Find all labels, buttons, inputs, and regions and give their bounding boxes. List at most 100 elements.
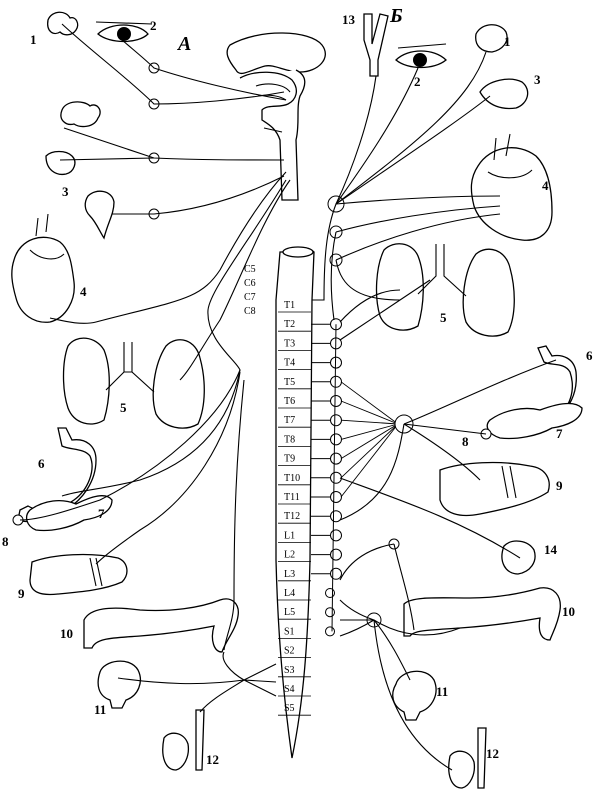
spinal-segment-label: T10	[284, 473, 300, 484]
splanchnic-fiber	[340, 423, 399, 459]
organ-label: 7	[556, 426, 563, 441]
chain-ganglion	[330, 529, 342, 542]
liver-right	[439, 461, 550, 517]
spinal-segment-label: T3	[284, 338, 295, 349]
chain-ganglion	[330, 452, 342, 465]
spinal-segment-label: T7	[284, 415, 295, 426]
salivary-gland-lower-left	[45, 150, 76, 176]
spinal-segment-label: S3	[284, 665, 295, 676]
organ-label: 6	[38, 456, 45, 471]
organ-label: 2	[414, 74, 421, 89]
brainstem	[226, 32, 326, 201]
spinal-segment-label: S1	[284, 626, 295, 637]
heart-left	[11, 236, 75, 323]
spinal-segment-label: T11	[284, 492, 300, 503]
chain-ganglion	[330, 375, 342, 388]
lacrimal-gland-right	[475, 24, 508, 53]
organ-label: 6	[586, 348, 593, 363]
spinal-segment-label: T12	[284, 511, 300, 522]
salivary-gland-right	[479, 78, 529, 110]
chain-ganglion	[330, 510, 342, 523]
cervical-segment-labels: C5 C6 C7 C8	[244, 264, 256, 317]
organ-label: 10	[562, 604, 575, 619]
lung-left-b	[152, 339, 205, 429]
section-labels: А Б	[176, 5, 403, 55]
spinal-segment-label: S4	[284, 684, 295, 695]
spinal-segment-label: L2	[284, 550, 295, 561]
spinal-segment-label: L1	[284, 530, 295, 541]
splanchnic-fiber	[340, 423, 399, 440]
colon-right	[403, 587, 561, 641]
spinal-segment-label: L5	[284, 607, 295, 618]
cervical-label: C6	[244, 278, 256, 289]
spinal-segment-label: T4	[284, 358, 295, 369]
pancreas-left	[25, 494, 113, 532]
pancreas-right	[486, 402, 583, 440]
chain-ganglion	[325, 607, 335, 618]
spinal-segment-label: T6	[284, 396, 295, 407]
spinal-segment-label: S5	[284, 703, 295, 714]
lung-right-a	[375, 243, 424, 331]
organ-label: 1	[504, 34, 511, 49]
sublingual-gland-left	[84, 190, 115, 240]
genital-right	[448, 750, 476, 789]
organ-label: 5	[120, 400, 127, 415]
chain-ganglion	[330, 491, 342, 503]
spinal-segment-label: L3	[284, 569, 295, 580]
organ-label: 4	[542, 178, 549, 193]
chain-ganglion	[330, 395, 342, 407]
chain-ganglion	[325, 626, 335, 637]
lung-left-a	[62, 337, 110, 425]
spinal-segment-label: T9	[284, 454, 295, 465]
genital-left	[162, 732, 190, 771]
splanchnic-fiber	[340, 419, 399, 425]
chain-ganglion	[330, 414, 342, 427]
spinal-segment-label: L4	[284, 588, 295, 599]
organ-label: 10	[60, 626, 73, 641]
splanchnic-fiber	[340, 423, 399, 479]
right-number-labels: 1 2 3 4 5 6 7 8 9 10 11 12 13 14	[342, 12, 593, 761]
bladder-left	[97, 660, 141, 709]
chain-ganglion	[330, 548, 342, 561]
organ-label: 12	[206, 752, 219, 767]
organ-label: 3	[534, 72, 541, 87]
splanchnic-fiber	[340, 423, 399, 498]
organ-label: 11	[94, 702, 106, 717]
spinal-segment-label: S2	[284, 646, 295, 657]
organ-label: 12	[486, 746, 499, 761]
splanchnic-fiber	[340, 400, 399, 425]
organ-label: 4	[80, 284, 87, 299]
left-ganglia	[148, 62, 160, 220]
organ-label: 14	[544, 542, 558, 557]
spinal-cord: T1T2T3T4T5T6T7T8T9T10T11T12L1L2L3L4L5S1S…	[275, 246, 399, 759]
organ-label: 7	[98, 506, 105, 521]
sympathetic-trunk	[331, 324, 337, 632]
chain-ganglion	[330, 471, 342, 484]
right-nerve-paths	[312, 51, 557, 771]
organ-label: 9	[556, 478, 563, 493]
chain-ganglion	[330, 567, 342, 580]
colon-left	[83, 598, 239, 653]
organ-label: 8	[2, 534, 9, 549]
cervical-label: C5	[244, 264, 256, 275]
vessel-right	[363, 13, 389, 77]
chain-ganglion	[330, 433, 342, 446]
cervical-label: C8	[244, 306, 256, 317]
section-label-a: А	[176, 33, 191, 55]
spinal-segment-label: T1	[284, 300, 295, 311]
spinal-segment-label: T8	[284, 434, 295, 445]
organ-label: 3	[62, 184, 69, 199]
organ-label: 11	[436, 684, 448, 699]
cervical-label: C7	[244, 292, 256, 303]
eye-right-icon	[395, 43, 447, 69]
lung-right-b	[462, 248, 515, 337]
spinal-segment-label: T2	[284, 319, 295, 330]
spinal-segment-label: T5	[284, 377, 295, 388]
left-nerve-paths	[19, 23, 291, 713]
lacrimal-gland-left	[47, 11, 79, 36]
liver-left	[29, 553, 128, 596]
organ-label: 2	[150, 18, 157, 33]
chain-ganglion	[325, 588, 335, 598]
section-label-b: Б	[389, 5, 403, 27]
